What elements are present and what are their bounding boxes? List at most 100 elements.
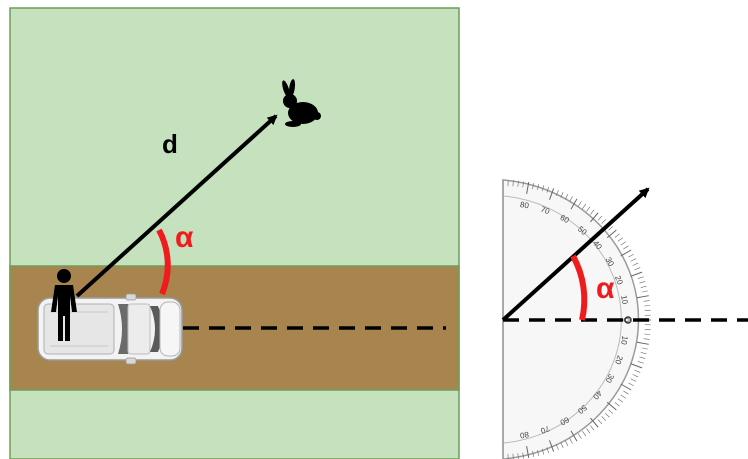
- protractor-tick: [630, 363, 643, 369]
- protractor-tick: [637, 276, 644, 279]
- protractor-tick: [632, 262, 639, 266]
- protractor-tick-label: 10: [619, 295, 630, 306]
- protractor-tick: [564, 194, 569, 200]
- angle-label-right: α: [596, 272, 615, 305]
- angle-arc-left: [156, 228, 171, 296]
- protractor-tick: [620, 394, 626, 399]
- protractor-tick: [532, 451, 535, 458]
- protractor-tick: [608, 226, 614, 231]
- protractor-tick: [630, 378, 637, 382]
- protractor-tick: [586, 428, 591, 434]
- protractor-tick: [590, 417, 599, 428]
- protractor-tick: [634, 369, 641, 373]
- protractor-tick: [526, 182, 530, 195]
- protractor-tick: [532, 182, 535, 189]
- protractor-tick: [564, 440, 569, 446]
- person-silhouette-icon: [51, 269, 77, 341]
- protractor-tick: [586, 206, 591, 212]
- protractor-tick-label: 10: [619, 335, 630, 346]
- angle-arc-right: [570, 254, 588, 321]
- protractor-tick: [636, 295, 649, 299]
- protractor-tick: [590, 212, 599, 223]
- protractor-tick: [639, 281, 646, 284]
- protractor-tick: [636, 341, 649, 345]
- protractor-tick: [582, 203, 587, 210]
- protractor-tick: [614, 233, 620, 238]
- protractor-tick: [517, 180, 519, 187]
- protractor-tick: [628, 382, 634, 386]
- distance-arrow: [75, 114, 278, 298]
- protractor-tick-label: 80: [519, 200, 530, 211]
- protractor-tick-label: 0: [622, 318, 631, 323]
- protractor-tick: [630, 258, 637, 262]
- protractor-tick: [555, 444, 559, 450]
- protractor-tick: [577, 433, 582, 439]
- protractor-tick: [608, 409, 614, 414]
- protractor-tick: [620, 249, 632, 257]
- protractor-tick: [569, 438, 573, 444]
- protractor-tick: [541, 185, 545, 192]
- distance-label: d: [162, 129, 178, 159]
- protractor-tick: [537, 449, 540, 456]
- protractor-tick: [537, 184, 540, 191]
- protractor-tick: [582, 430, 587, 437]
- protractor-tick: [641, 347, 648, 350]
- protractor-tick-label: 20: [613, 274, 625, 286]
- angle-label-left: α: [175, 221, 194, 254]
- protractor-tick-label: 70: [539, 205, 551, 217]
- protractor-tick: [640, 285, 647, 288]
- protractor-tick-label: 70: [539, 424, 551, 436]
- protractor-tick: [641, 290, 648, 293]
- protractor-tick: [623, 390, 629, 395]
- protractor-tick: [604, 412, 610, 418]
- protractor-tick: [560, 191, 564, 198]
- protractor-tick: [601, 416, 607, 421]
- protractor-tick: [643, 338, 650, 340]
- protractor-tick: [628, 254, 634, 258]
- protractor-tick: [606, 401, 617, 411]
- protractor-tick: [630, 271, 643, 277]
- protractor-tick: [643, 300, 650, 302]
- protractor-tick: [555, 190, 559, 196]
- protractor-tick: [601, 219, 607, 224]
- protractor-tick: [606, 229, 617, 239]
- protractor-tick: [570, 430, 578, 442]
- protractor-tick: [549, 440, 555, 452]
- protractor-tick: [620, 383, 632, 391]
- protractor-tick: [522, 452, 524, 459]
- protractor-tick: [560, 442, 564, 449]
- protractor-tick: [623, 245, 629, 250]
- protractor-tick: [620, 241, 626, 246]
- protractor-tick: [541, 448, 545, 455]
- protractor-tick: [549, 188, 555, 200]
- protractor-tick: [637, 361, 644, 364]
- protractor-tick: [526, 445, 530, 458]
- protractor-ticks: [502, 180, 651, 459]
- green-field: [9, 7, 460, 459]
- protractor-tick: [597, 215, 603, 221]
- protractor-tick: [570, 198, 578, 210]
- protractor-tick: [546, 447, 550, 454]
- protractor-tick: [634, 267, 641, 271]
- protractor-tick: [546, 186, 550, 193]
- protractor-tick: [639, 356, 646, 359]
- angle-arrow: [501, 187, 650, 322]
- protractor-tick: [597, 419, 603, 425]
- protractor-tick: [590, 425, 595, 431]
- protractor-tick: [522, 181, 524, 188]
- protractor-tick: [590, 209, 595, 215]
- protractor-tick: [644, 305, 651, 307]
- left-scene: d α: [9, 7, 460, 459]
- protractor-tick: [617, 398, 623, 403]
- protractor-zero-mark: [624, 316, 632, 324]
- protractor-tick: [640, 352, 647, 355]
- rabbit-silhouette-icon: [282, 79, 321, 127]
- protractor-tick-label: 80: [519, 430, 530, 441]
- protractor-tick: [577, 201, 582, 207]
- protractor-tick: [632, 374, 639, 378]
- protractor-tick: [614, 402, 620, 407]
- protractor-tick: [569, 196, 573, 202]
